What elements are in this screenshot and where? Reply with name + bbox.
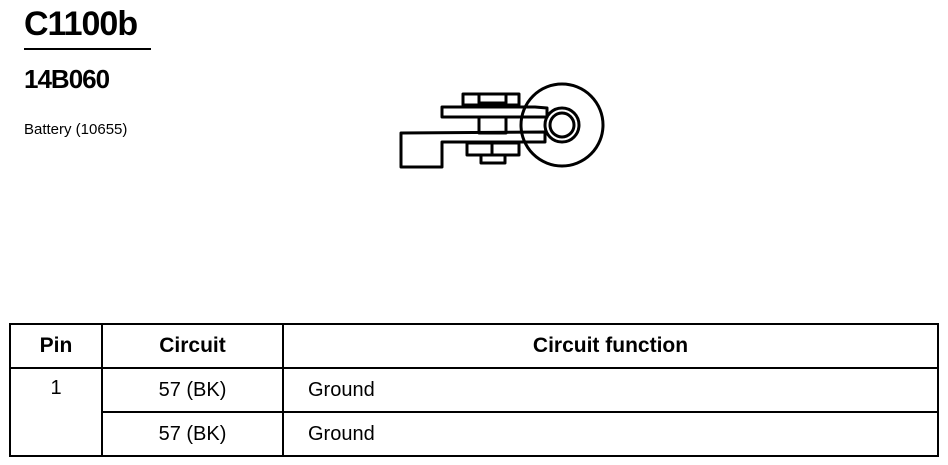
- terminal-bolt-cap: [477, 92, 508, 105]
- battery-terminal-icon: [399, 82, 605, 169]
- pin-table: Pin Circuit Circuit function 1 57 (BK) G…: [9, 323, 939, 457]
- column-header-circuit-function: Circuit function: [282, 323, 939, 369]
- part-number: 14B060: [24, 64, 110, 94]
- column-header-circuit: Circuit: [101, 323, 284, 369]
- connector-id: C1100b: [24, 5, 138, 43]
- column-header-pin: Pin: [9, 323, 103, 369]
- terminal-ring-hole: [548, 111, 576, 139]
- connector-description: Battery (10655): [24, 121, 128, 138]
- terminal-ring-inner: [543, 106, 581, 144]
- table-header-row: Pin Circuit Circuit function: [9, 323, 939, 369]
- terminal-bolt-stem: [477, 117, 508, 135]
- table-row: 1 57 (BK) Ground: [9, 367, 939, 457]
- terminal-clamp-body: [399, 130, 547, 169]
- terminal-nut-cap: [479, 155, 507, 165]
- terminal-upper-strap: [440, 105, 549, 119]
- pin-number-cell: 1: [9, 367, 103, 457]
- circuit-cell: 57 (BK): [101, 367, 284, 413]
- table-row: 57 (BK) Ground: [10, 411, 939, 457]
- circuit-function-cell: Ground: [282, 367, 939, 413]
- title-underline: [24, 48, 151, 50]
- circuit-function-cell: Ground: [282, 411, 939, 457]
- terminal-nut: [465, 141, 521, 157]
- terminal-ring-outer: [519, 82, 605, 168]
- circuit-cell: 57 (BK): [101, 411, 284, 457]
